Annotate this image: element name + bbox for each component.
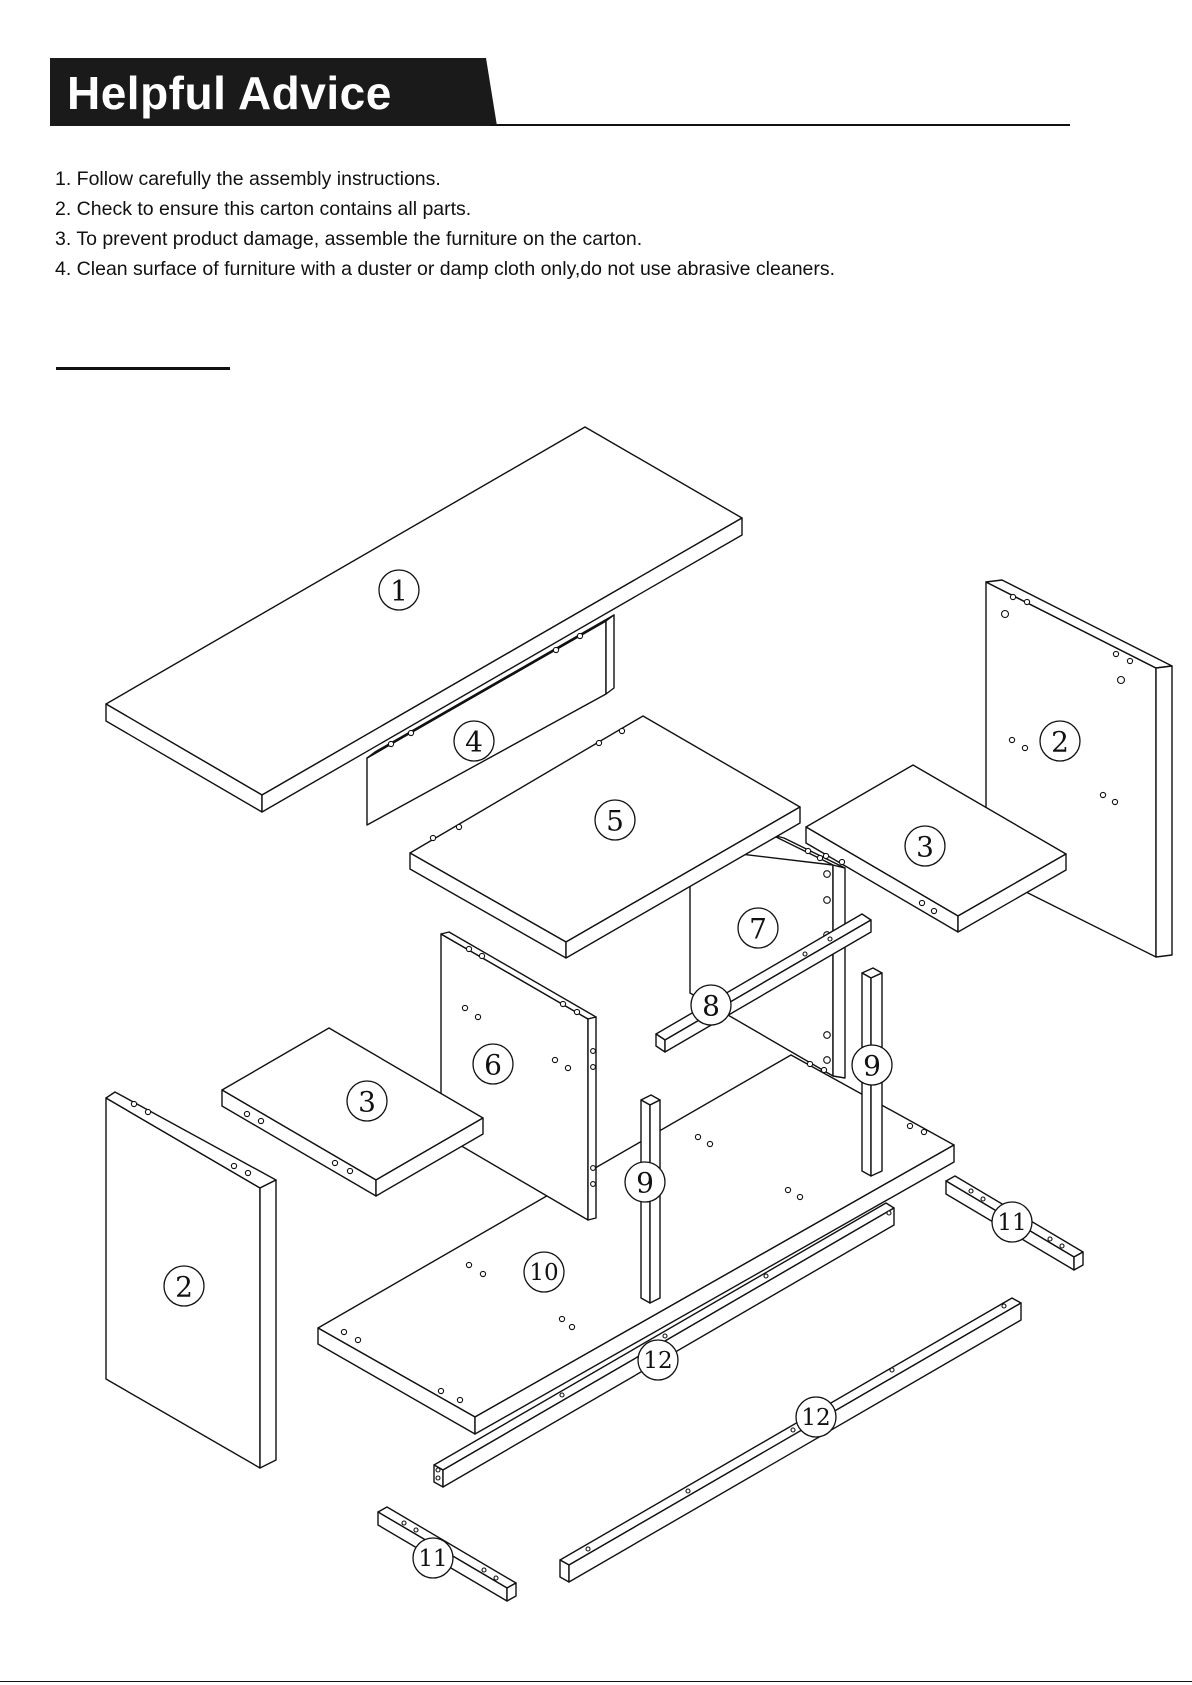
part-bottom <box>317 1054 955 1435</box>
part-number: 2 <box>175 1271 193 1304</box>
part-label-3: 3 <box>346 1080 388 1122</box>
banner-shape <box>50 58 497 126</box>
part-label-3: 3 <box>904 825 946 867</box>
advice-item: 3. To prevent product damage, assemble t… <box>55 228 643 250</box>
part-label-10: 10 <box>523 1251 565 1293</box>
advice-item: 1. Follow carefully the assembly instruc… <box>55 168 441 190</box>
part-number: 11 <box>997 1210 1026 1236</box>
part-label-4: 4 <box>453 720 495 762</box>
part-number: 4 <box>465 726 483 759</box>
part-number: 6 <box>484 1049 502 1082</box>
part-divider-right <box>689 834 846 1079</box>
part-label-6: 6 <box>472 1043 514 1085</box>
section-banner: Helpful Advice <box>50 58 497 126</box>
part-label-2: 2 <box>163 1265 205 1307</box>
part-label-1: 1 <box>378 569 420 611</box>
part-number: 10 <box>529 1260 558 1286</box>
part-number: 9 <box>863 1050 881 1083</box>
banner-rule <box>490 124 1070 126</box>
part-label-5: 5 <box>594 799 636 841</box>
part-number: 9 <box>636 1167 654 1200</box>
part-label-8: 8 <box>690 984 732 1026</box>
advice-list: 1. Follow carefully the assembly instruc… <box>55 164 835 284</box>
part-label-11: 11 <box>412 1537 454 1579</box>
part-number: 12 <box>801 1405 830 1431</box>
part-label-2: 2 <box>1039 720 1081 762</box>
part-label-12: 12 <box>795 1396 837 1438</box>
part-label-7: 7 <box>737 907 779 949</box>
part-number: 12 <box>643 1348 672 1374</box>
part-back-panel <box>366 614 615 826</box>
part-top <box>105 426 743 813</box>
part-number: 3 <box>358 1086 376 1119</box>
section-title: Helpful Advice <box>67 67 392 119</box>
part-label-12: 12 <box>637 1339 679 1381</box>
part-stretcher-long-lower <box>559 1297 1022 1583</box>
part-number: 3 <box>916 831 934 864</box>
part-label-9: 9 <box>624 1161 666 1203</box>
part-label-9: 9 <box>851 1044 893 1086</box>
part-number: 5 <box>606 805 624 838</box>
part-number: 11 <box>418 1546 447 1572</box>
part-label-11: 11 <box>991 1201 1033 1243</box>
part-divider-left <box>440 931 597 1221</box>
part-number: 2 <box>1051 726 1069 759</box>
part-number: 8 <box>702 990 720 1023</box>
advice-item: 4. Clean surface of furniture with a dus… <box>55 258 836 280</box>
advice-item: 2. Check to ensure this carton contains … <box>55 198 472 220</box>
page-bottom-rule <box>0 1681 1192 1682</box>
part-number: 7 <box>749 913 767 946</box>
part-number: 1 <box>390 575 408 608</box>
parts-heading-rule <box>56 367 230 370</box>
